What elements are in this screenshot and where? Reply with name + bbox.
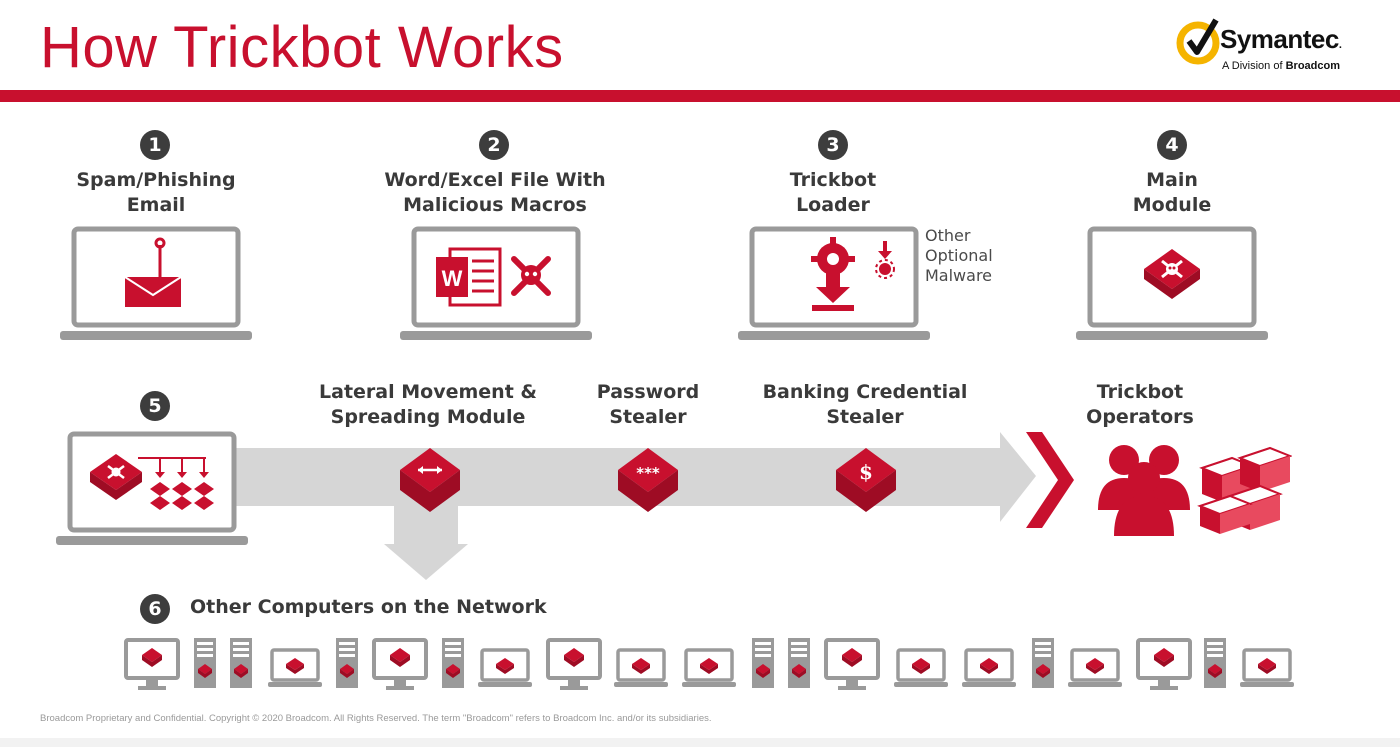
loader-download-icon	[811, 237, 855, 311]
network-computers	[124, 638, 1296, 692]
network-laptop-icon	[476, 648, 534, 689]
step-number-5: 5	[140, 391, 170, 421]
network-laptop-icon	[1066, 648, 1124, 689]
svg-text:***: ***	[636, 464, 660, 482]
network-monitor-icon	[1136, 638, 1192, 692]
network-label: Other Computers on the Network	[190, 596, 547, 618]
network-server-icon	[752, 638, 774, 688]
main-module-icon	[1144, 249, 1200, 299]
phishing-email-icon	[124, 237, 182, 307]
logo-brand: Symantec.	[1220, 24, 1342, 54]
page-title: How Trickbot Works	[40, 15, 564, 80]
symantec-logo: Symantec. A Division of Broadcom	[1176, 16, 1376, 78]
money-stacks-icon	[1197, 446, 1292, 534]
step-number-6: 6	[140, 594, 170, 624]
network-monitor-icon	[372, 638, 428, 692]
arrows-module-icon	[400, 448, 460, 512]
network-monitor-icon	[824, 638, 880, 692]
svg-text:W: W	[442, 266, 463, 291]
laptop-3-icon	[738, 226, 930, 340]
lateral-movement-label: Lateral Movement &Spreading Module	[319, 381, 537, 428]
network-laptop-icon	[612, 648, 670, 689]
laptop-1-icon	[60, 226, 252, 340]
laptop-4-icon	[1076, 226, 1268, 340]
network-monitor-icon	[124, 638, 180, 692]
step-number-2: 2	[479, 130, 509, 160]
logo-division: A Division of Broadcom	[1222, 60, 1340, 72]
network-server-icon	[1032, 638, 1054, 688]
step-number-4: 4	[1157, 130, 1187, 160]
svg-text:$: $	[859, 460, 873, 484]
network-laptop-icon	[680, 648, 738, 689]
word-document-icon: W	[436, 247, 502, 307]
network-server-icon	[1204, 638, 1226, 688]
footer-copyright: Broadcom Proprietary and Confidential. C…	[40, 713, 712, 724]
step-number-1: 1	[140, 130, 170, 160]
malware-bug-icon	[875, 241, 895, 279]
operators-icon	[1098, 445, 1292, 536]
network-laptop-icon	[266, 648, 324, 689]
people-icon	[1098, 445, 1190, 536]
network-laptop-icon	[960, 648, 1018, 689]
bottom-strip	[0, 738, 1400, 747]
network-server-icon	[336, 638, 358, 688]
laptop-5-icon	[56, 431, 248, 545]
network-laptop-icon	[892, 648, 950, 689]
network-server-icon	[788, 638, 810, 688]
module-distribution-icon	[90, 454, 214, 510]
network-server-icon	[194, 638, 216, 688]
chevron-right-icon	[1026, 432, 1074, 528]
laptop-2-icon: W	[400, 226, 592, 340]
network-server-icon	[442, 638, 464, 688]
dollar-module-icon: $	[836, 448, 896, 512]
password-module-icon: ***	[618, 448, 678, 512]
network-laptop-icon	[1238, 648, 1296, 689]
checkmark-logo-icon	[1176, 18, 1220, 65]
skull-crossbones-icon	[511, 256, 551, 296]
step-number-3: 3	[818, 130, 848, 160]
network-server-icon	[230, 638, 252, 688]
header-divider	[0, 90, 1400, 102]
network-monitor-icon	[546, 638, 602, 692]
